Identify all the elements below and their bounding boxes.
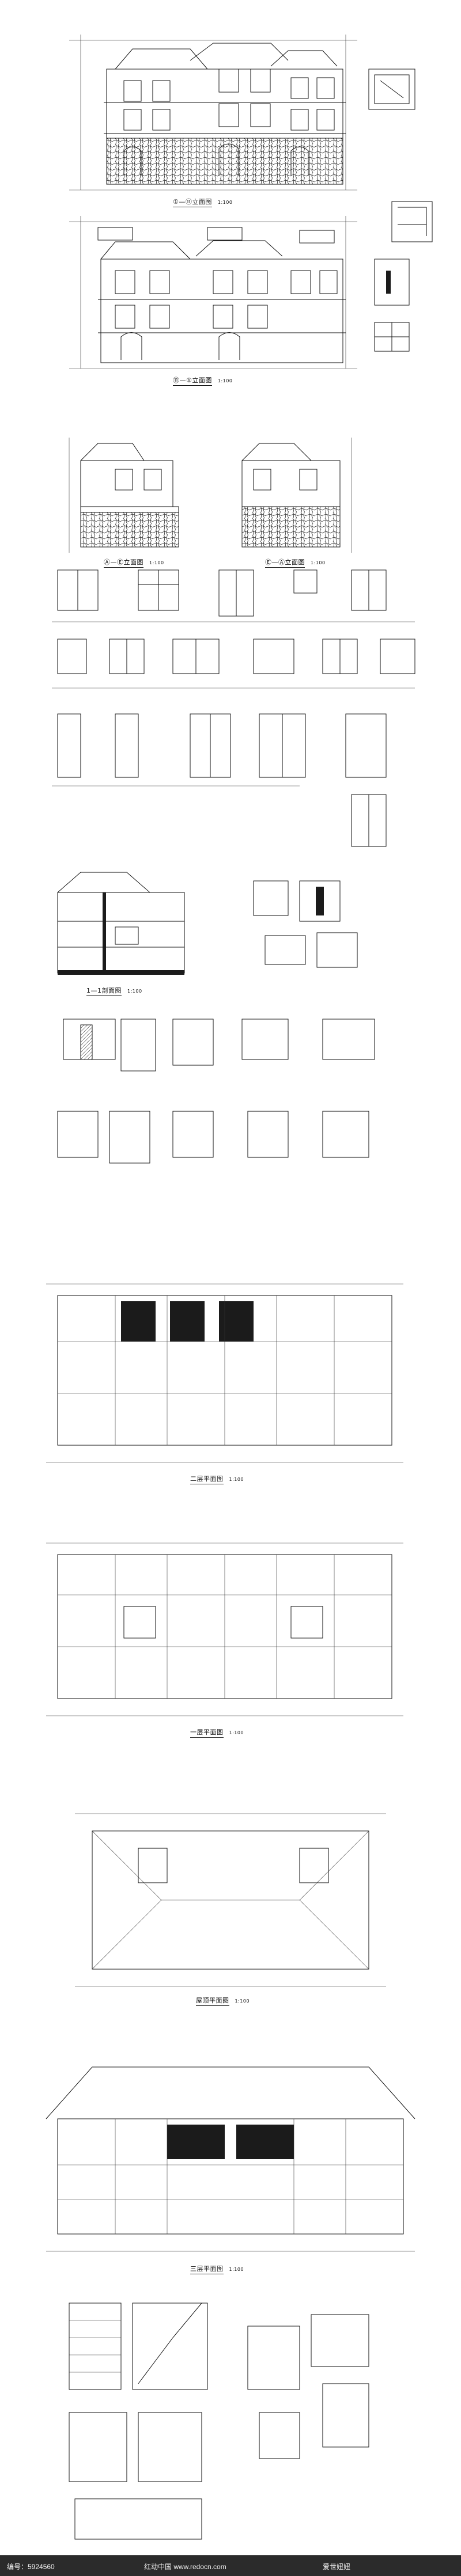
rear-elevation-scale: 1:100 [217,378,233,383]
floor2-plan-caption: 二层平面图 1:100 [190,1474,244,1484]
front-elevation-caption: ①—⑪立面图 1:100 [173,197,232,207]
section-scale: 1:100 [127,989,142,994]
floor1-plan-scale: 1:100 [229,1730,244,1735]
rear-elevation-title: ⑪—①立面图 [173,375,212,386]
front-elevation-title: ①—⑪立面图 [173,197,212,207]
side-elevation-a-caption: Ⓐ—Ⓔ立面图 1:100 [104,557,164,568]
roof-plan-scale: 1:100 [235,1999,250,2004]
roof-plan-title: 屋顶平面图 [196,1996,229,2006]
side-elevation-b-caption: Ⓔ—Ⓐ立面图 1:100 [265,557,326,568]
rear-elevation-caption: ⑪—①立面图 1:100 [173,375,232,386]
watermark-footer: 编号：5924560 红动中国 www.redocn.com 爱世妞妞 [0,2555,461,2576]
front-elevation-drawing [69,35,357,191]
side-elevation-b-drawing [241,438,352,553]
floor1-plan-caption: 一层平面图 1:100 [190,1727,244,1738]
section-drawing [57,872,185,975]
floor2-plan-scale: 1:100 [229,1477,244,1482]
stair-details-drawing [69,2303,369,2540]
side-elevation-b-scale: 1:100 [311,560,326,565]
floor3-plan-caption: 三层平面图 1:100 [190,2264,244,2274]
floor1-plan-drawing [46,1542,403,1716]
front-elevation-scale: 1:100 [217,200,233,205]
floor2-plan-drawing [46,1283,403,1463]
side-elevation-a-title: Ⓐ—Ⓔ立面图 [104,557,143,568]
roof-plan-caption: 屋顶平面图 1:100 [196,1996,250,2006]
roof-plan-drawing [75,1813,386,1987]
footer-id: 编号：5924560 [7,2563,55,2571]
side-elevation-b-title: Ⓔ—Ⓐ立面图 [265,557,305,568]
section-title: 1—1剖面图 [86,986,122,996]
window-schedule-drawing [52,569,415,847]
detail-column-drawing [368,69,433,352]
floor2-plan-title: 二层平面图 [190,1474,224,1484]
floor3-plan-drawing [46,2066,415,2252]
footer-site: 红动中国 www.redocn.com [144,2563,226,2571]
rear-elevation-drawing [69,216,357,369]
node-details-drawing [57,880,375,1164]
side-elevation-a-drawing [69,438,179,553]
side-elevation-a-scale: 1:100 [149,560,164,565]
footer-publisher: 爱世妞妞 [323,2563,351,2571]
floor3-plan-scale: 1:100 [229,2267,244,2272]
section-caption: 1—1剖面图 1:100 [86,986,142,996]
floor1-plan-title: 一层平面图 [190,1727,224,1738]
floor3-plan-title: 三层平面图 [190,2264,224,2274]
